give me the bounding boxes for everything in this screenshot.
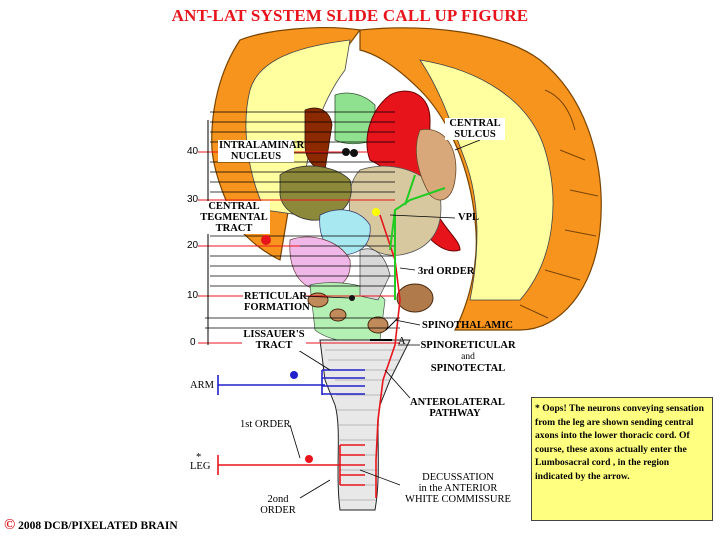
right-cortex-folds bbox=[519, 89, 599, 319]
label-third-order: 3rd ORDER bbox=[418, 266, 475, 277]
copyright-footer: © 2008 DCB/PIXELATED BRAIN bbox=[4, 517, 178, 534]
label-arm: ARM bbox=[190, 380, 214, 391]
tick-10: 10 bbox=[187, 290, 199, 301]
label-spinoreticular-and: and bbox=[461, 352, 475, 362]
tick-30: 30 bbox=[187, 194, 199, 205]
label-second-order-1: 2ond bbox=[267, 494, 289, 505]
label-spinothalamic: SPINOTHALAMIC bbox=[422, 320, 514, 331]
label-anterolateral-2: PATHWAY bbox=[429, 408, 481, 419]
arrow-shaft bbox=[385, 317, 399, 331]
tegmental-marker bbox=[261, 235, 271, 245]
medial-lemniscus bbox=[359, 248, 391, 301]
arm-ganglion-cell bbox=[290, 371, 298, 379]
internal-capsule-left bbox=[304, 107, 333, 171]
label-lissauer-2: TRACT bbox=[255, 340, 293, 351]
label-spinoreticular-1: SPINORETICULAR bbox=[420, 340, 516, 351]
label-central-sulcus-2: SULCUS bbox=[454, 129, 496, 140]
label-reticular-1: RETICULAR bbox=[244, 291, 308, 302]
figure-title: ANT-LAT SYSTEM SLIDE CALL UP FIGURE bbox=[171, 6, 529, 25]
substantia-nigra bbox=[279, 165, 352, 221]
leg-first-order-neuron bbox=[217, 444, 365, 486]
label-spinotectal: SPINOTECTAL bbox=[430, 363, 506, 374]
label-anterolateral-1: ANTEROLATERAL bbox=[410, 397, 505, 408]
reticular-nucleus-3 bbox=[307, 292, 329, 308]
label-decussation-3: WHITE COMMISSURE bbox=[405, 494, 511, 505]
intralaminar-marker-1 bbox=[342, 148, 350, 156]
leg-ganglion-cell bbox=[305, 455, 313, 463]
leader-lines bbox=[289, 139, 481, 499]
copyright-text: 2008 DCB/PIXELATED BRAIN bbox=[15, 520, 178, 532]
reticular-nucleus-1 bbox=[396, 283, 434, 313]
label-decussation-2: in the ANTERIOR bbox=[418, 483, 498, 494]
label-decussation-1: DECUSSATION bbox=[422, 472, 494, 483]
third-order-neuron bbox=[389, 174, 446, 300]
label-second-order-2: ORDER bbox=[260, 505, 296, 516]
label-lissauer-1: LISSAUER'S bbox=[243, 329, 305, 340]
reticular-marker bbox=[349, 295, 355, 301]
caudate-nucleus bbox=[366, 90, 461, 252]
vpl-marker bbox=[372, 208, 380, 216]
label-vpl: VPL bbox=[458, 212, 479, 223]
label-central-tegmental-2: TEGMENTAL bbox=[200, 212, 268, 223]
arm-first-order-neuron bbox=[217, 369, 365, 395]
intralaminar-marker-2 bbox=[350, 149, 358, 157]
label-central-tegmental-3: TRACT bbox=[215, 223, 253, 234]
pons-region bbox=[289, 236, 351, 291]
errata-note: * Oops! The neurons conveying sensation … bbox=[531, 397, 713, 521]
label-intralaminar-1: INTRALAMINAR bbox=[219, 140, 305, 151]
label-asterisk: * bbox=[196, 452, 202, 463]
reticular-nucleus-4 bbox=[329, 308, 347, 322]
section-lines bbox=[205, 111, 400, 329]
tick-40: 40 bbox=[187, 146, 199, 157]
label-central-sulcus-1: CENTRAL bbox=[449, 118, 501, 129]
label-first-order: 1st ORDER bbox=[240, 419, 291, 430]
tick-20: 20 bbox=[187, 240, 199, 251]
label-central-tegmental-1: CENTRAL bbox=[208, 201, 260, 212]
label-point-a: A bbox=[398, 336, 406, 347]
label-reticular-2: FORMATION bbox=[244, 302, 310, 313]
copyright-symbol: © bbox=[4, 517, 16, 533]
reticular-nucleus-2 bbox=[367, 316, 389, 334]
label-leg: LEG bbox=[190, 461, 211, 472]
tick-0: 0 bbox=[190, 337, 196, 348]
label-intralaminar-2: NUCLEUS bbox=[230, 151, 282, 162]
